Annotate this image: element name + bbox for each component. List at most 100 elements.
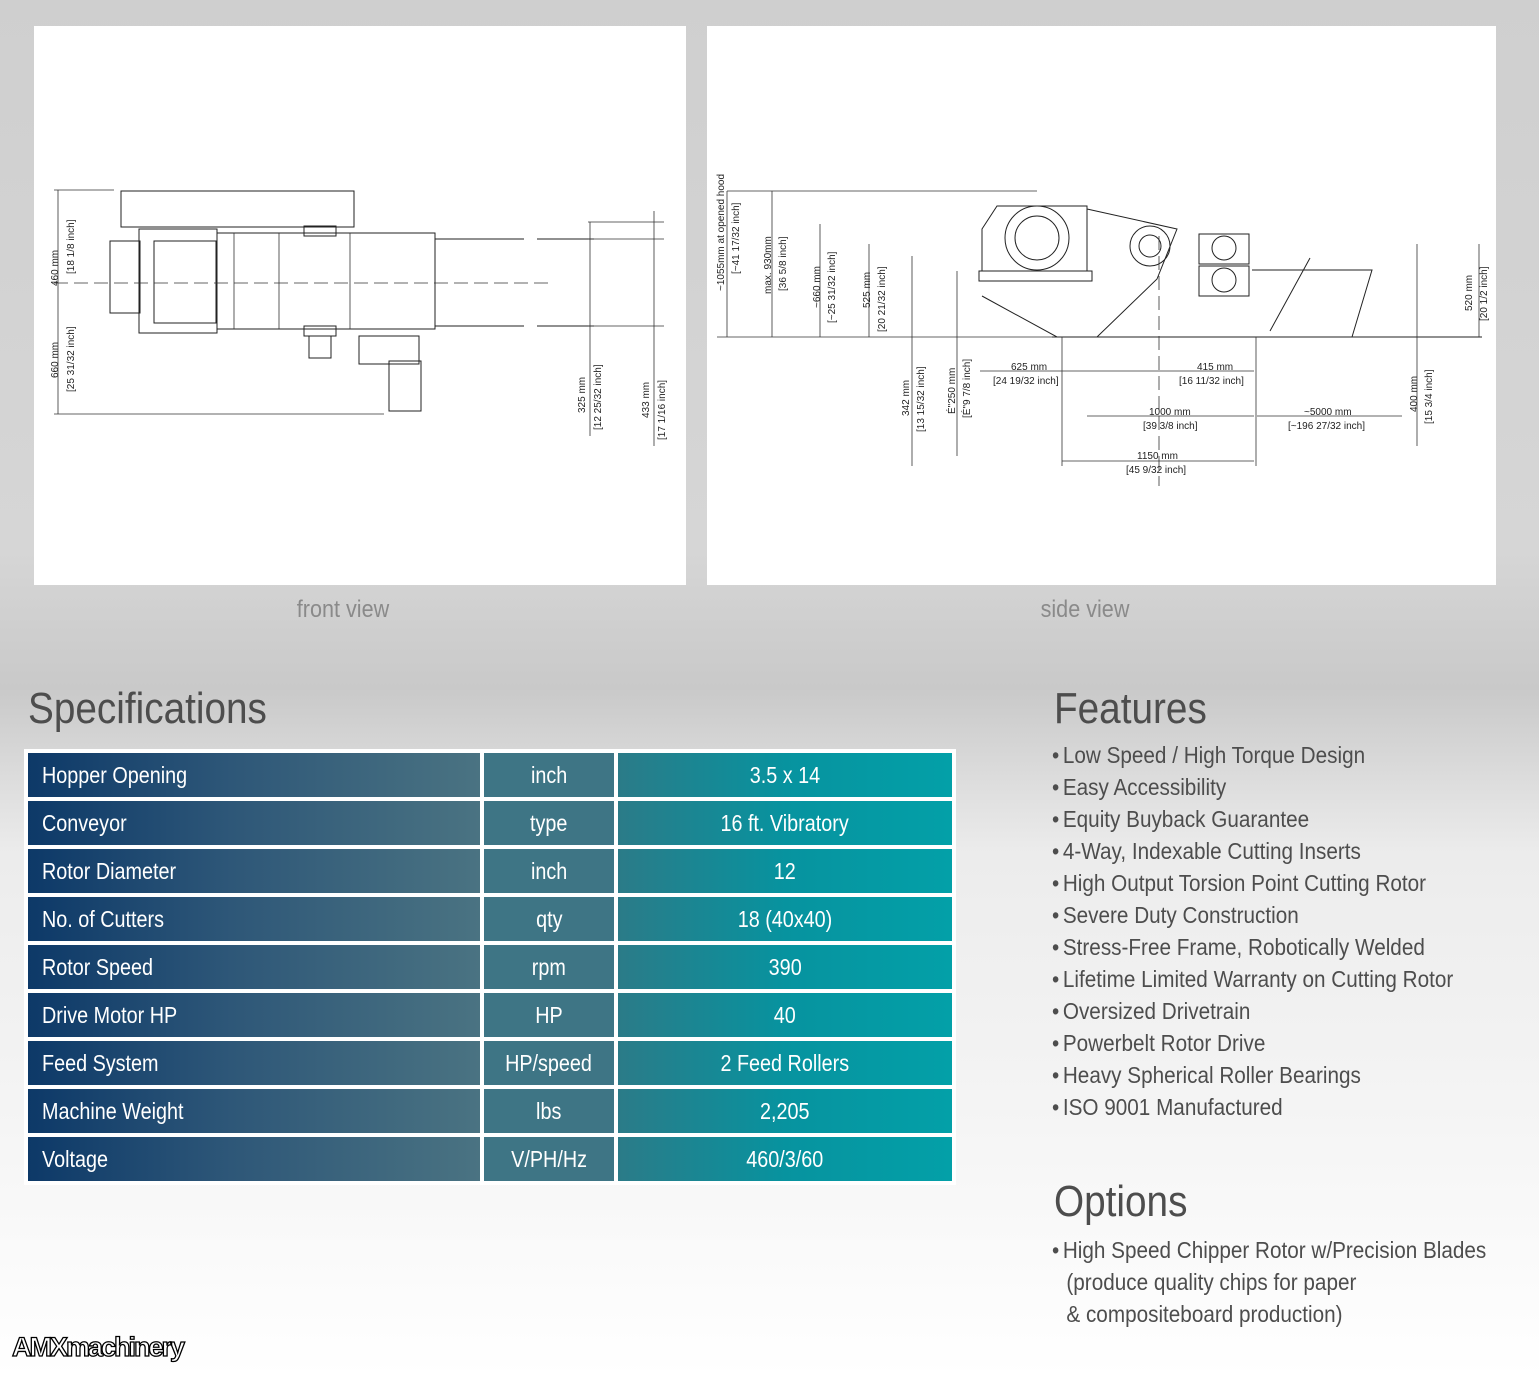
front-view-drawing: 460 mm [18 1/8 inch] 660 mm [25 31/32 in… — [34, 26, 686, 585]
dim-660-inch: [25 31/32 inch] — [66, 326, 77, 392]
dim-342-inch: [13 15/32 inch] — [916, 366, 927, 432]
spec-value-cell: 12 — [618, 849, 952, 893]
dim-525-mm: 525 mm — [862, 272, 873, 308]
spec-name-cell: No. of Cutters — [28, 897, 480, 941]
dim-1150-mm: 1150 mm — [1137, 451, 1178, 462]
dim-250-mm: É"250 mm — [945, 368, 958, 414]
specifications-table: Hopper Opening inch 3.5 x 14 Conveyor type 16… — [24, 749, 956, 1185]
side-view-dimension-lines — [717, 190, 1480, 466]
specifications-title: Specifications — [28, 684, 267, 733]
dim-342-mm: 342 mm — [901, 380, 912, 416]
dim-930-inch: [36 5/8 inch] — [778, 236, 789, 291]
spec-row: Feed System HP/speed 2 Feed Rollers — [28, 1041, 952, 1085]
spec-unit-cell: lbs — [484, 1089, 614, 1133]
spec-name: Machine Weight — [42, 1097, 184, 1124]
feature-item: Powerbelt Rotor Drive — [1052, 1030, 1453, 1062]
options-title: Options — [1054, 1177, 1188, 1226]
spec-value-cell: 2,205 — [618, 1089, 952, 1133]
feature-item: Oversized Drivetrain — [1052, 998, 1453, 1030]
spec-value: 12 — [773, 857, 797, 884]
spec-value: 3.5 x 14 — [749, 761, 821, 788]
options-list: High Speed Chipper Rotor w/Precision Bla… — [1052, 1237, 1535, 1333]
spec-value-cell: 40 — [618, 993, 952, 1037]
side-view-drawing: ~1055mm at opened hood [~41 17/32 inch] … — [707, 26, 1496, 585]
spec-value: 16 ft. Vibratory — [720, 809, 850, 836]
feature-item: High Output Torsion Point Cutting Rotor — [1052, 870, 1453, 902]
dim-325-inch: [12 25/32 inch] — [593, 364, 604, 430]
dim-660-mm: ~660 mm — [812, 266, 823, 308]
spec-unit: HP/speed — [505, 1049, 593, 1076]
dim-415-mm: 415 mm — [1197, 362, 1233, 373]
option-item-continuation: & compositeboard production) — [1066, 1301, 1343, 1327]
spec-value: 18 (40x40) — [737, 905, 833, 932]
spec-value-cell: 2 Feed Rollers — [618, 1041, 952, 1085]
spec-unit: HP — [535, 1001, 563, 1028]
spec-name-cell: Feed System — [28, 1041, 480, 1085]
features-list: Low Speed / High Torque DesignEasy Acces… — [1052, 742, 1498, 1126]
spec-row: Rotor Speed rpm 390 — [28, 945, 952, 989]
dim-930-mm: max. 930mm — [763, 236, 774, 294]
spec-unit-cell: qty — [484, 897, 614, 941]
spec-name: Rotor Diameter — [42, 857, 177, 884]
option-item: High Speed Chipper Rotor w/Precision Bla… — [1052, 1237, 1486, 1269]
features-title: Features — [1054, 684, 1207, 733]
spec-value: 390 — [768, 953, 802, 980]
dim-433-mm: 433 mm — [641, 382, 652, 418]
spec-row: Hopper Opening inch 3.5 x 14 — [28, 753, 952, 797]
dim-415-inch: [16 11/32 inch] — [1179, 376, 1244, 387]
spec-name: Rotor Speed — [42, 953, 154, 980]
spec-name: Conveyor — [42, 809, 127, 836]
dim-460-inch: [18 1/8 inch] — [66, 219, 77, 274]
dim-1000-inch: [39 3/8 inch] — [1143, 421, 1198, 432]
front-view-machine-outline — [54, 190, 594, 412]
spec-value: 2,205 — [760, 1097, 810, 1124]
dim-1055-mm: ~1055mm at opened hood — [716, 174, 727, 291]
spec-value-cell: 18 (40x40) — [618, 897, 952, 941]
dim-460-mm: 460 mm — [50, 250, 61, 286]
side-view-caption: side view — [1040, 596, 1130, 623]
spec-value-cell: 3.5 x 14 — [618, 753, 952, 797]
spec-unit-cell: inch — [484, 753, 614, 797]
dim-400-inch: [15 3/4 inch] — [1424, 369, 1435, 424]
spec-unit: qty — [535, 905, 563, 932]
dim-660-mm: 660 mm — [50, 342, 61, 378]
spec-unit: rpm — [531, 953, 567, 980]
feature-item: ISO 9001 Manufactured — [1052, 1094, 1453, 1126]
dim-625-mm: 625 mm — [1011, 362, 1047, 373]
spec-row: No. of Cutters qty 18 (40x40) — [28, 897, 952, 941]
dim-525-inch: [20 21/32 inch] — [877, 266, 888, 332]
spec-unit-cell: type — [484, 801, 614, 845]
feature-item: Heavy Spherical Roller Bearings — [1052, 1062, 1453, 1094]
feature-item: Stress-Free Frame, Robotically Welded — [1052, 934, 1453, 966]
spec-value: 40 — [773, 1001, 797, 1028]
spec-unit-cell: inch — [484, 849, 614, 893]
spec-unit: V/PH/Hz — [511, 1145, 587, 1172]
spec-value-cell: 390 — [618, 945, 952, 989]
spec-name: Hopper Opening — [42, 761, 188, 788]
spec-name-cell: Hopper Opening — [28, 753, 480, 797]
feature-item: Lifetime Limited Warranty on Cutting Rot… — [1052, 966, 1453, 998]
spec-value: 460/3/60 — [746, 1145, 824, 1172]
dim-5000-inch: [~196 27/32 inch] — [1288, 421, 1365, 432]
dim-1000-mm: 1000 mm — [1149, 407, 1191, 418]
dim-400-mm: 400 mm — [1409, 376, 1420, 412]
spec-unit-cell: HP/speed — [484, 1041, 614, 1085]
dim-1150-inch: [45 9/32 inch] — [1126, 465, 1186, 476]
feature-item: Low Speed / High Torque Design — [1052, 742, 1453, 774]
dim-250-inch: [É"9 7/8 inch] — [960, 359, 973, 418]
dim-433-inch: [17 1/16 inch] — [657, 380, 668, 440]
spec-row: Machine Weight lbs 2,205 — [28, 1089, 952, 1133]
spec-value-cell: 460/3/60 — [618, 1137, 952, 1181]
feature-item: Easy Accessibility — [1052, 774, 1453, 806]
spec-name-cell: Voltage — [28, 1137, 480, 1181]
side-view-machine-outline — [978, 205, 1482, 486]
front-view-caption: front view — [296, 596, 390, 623]
feature-item: Equity Buyback Guarantee — [1052, 806, 1453, 838]
spec-value-cell: 16 ft. Vibratory — [618, 801, 952, 845]
spec-name-cell: Conveyor — [28, 801, 480, 845]
spec-row: Conveyor type 16 ft. Vibratory — [28, 801, 952, 845]
spec-row: Voltage V/PH/Hz 460/3/60 — [28, 1137, 952, 1181]
dim-660-inch: [~25 31/32 inch] — [827, 251, 838, 323]
dim-520-inch: [20 1/2 inch] — [1479, 266, 1490, 321]
